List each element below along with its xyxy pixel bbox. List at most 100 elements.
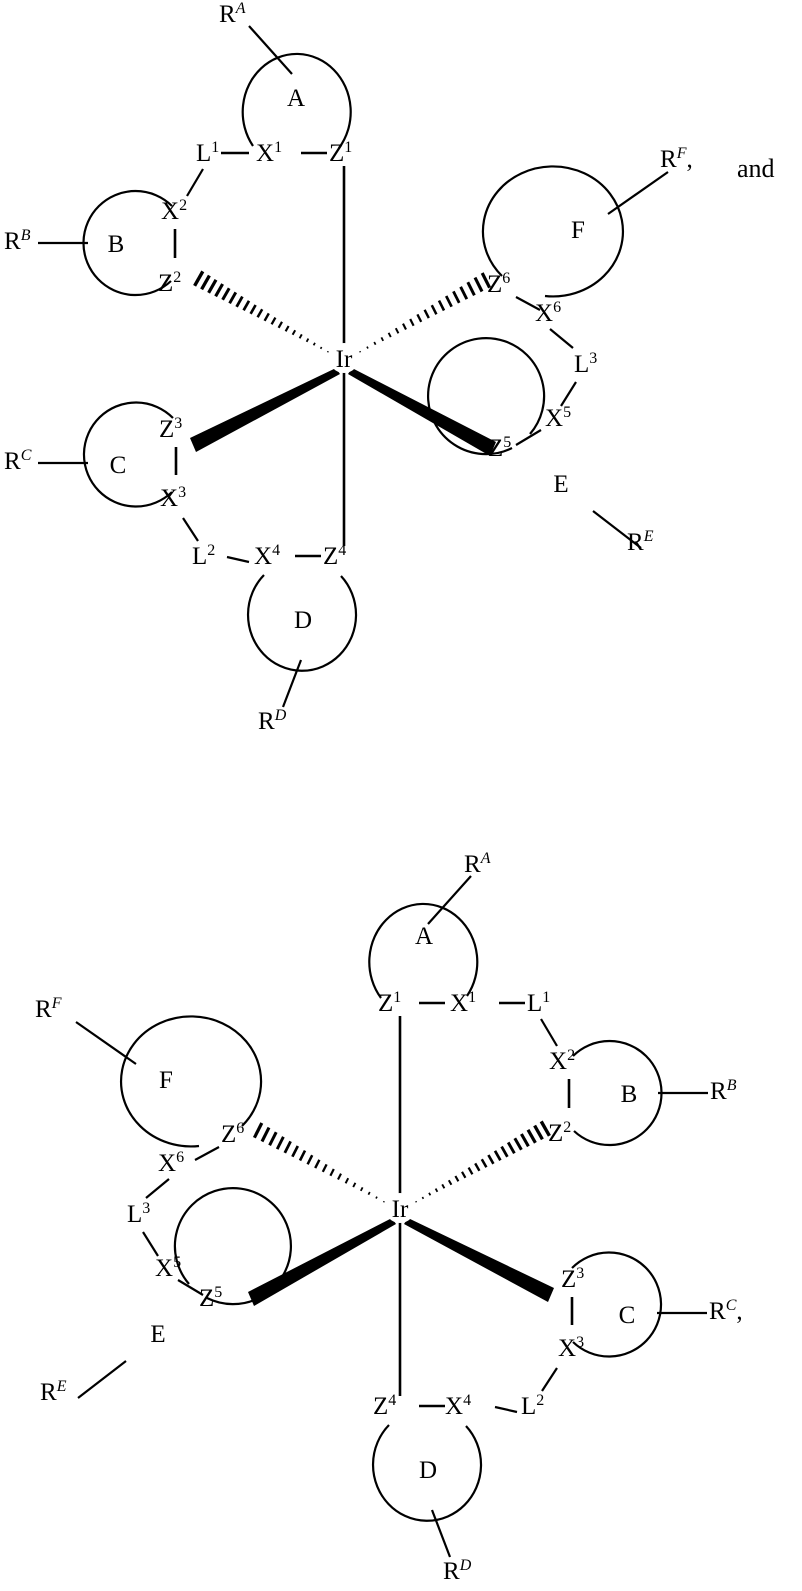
bond-Z5-X5 bbox=[515, 429, 542, 446]
bond-X3-L2 bbox=[182, 517, 199, 542]
ring-C-label-2: C bbox=[619, 1302, 636, 1329]
atom-Z3: Z3 bbox=[159, 415, 182, 443]
ring-E-label: E bbox=[553, 471, 568, 498]
atom-Z5-2: Z5 bbox=[199, 1284, 222, 1312]
atom-X3: X3 bbox=[160, 484, 186, 512]
substituent-RE: RE bbox=[627, 528, 654, 556]
bond-Ir-Z3-solid-wedge-2 bbox=[404, 1218, 554, 1302]
substituent-RA-2: RA bbox=[464, 850, 491, 878]
atom-L2: L2 bbox=[192, 542, 215, 570]
ring-D-substituent-bond-2 bbox=[430, 1509, 452, 1558]
atom-Z2-2: Z2 bbox=[548, 1119, 571, 1147]
bond-L1-X2-2 bbox=[540, 1018, 558, 1047]
atom-Z2: Z2 bbox=[158, 269, 181, 297]
atom-L1: L1 bbox=[196, 139, 219, 167]
ring-F-label: F bbox=[571, 217, 585, 244]
bond-X6-L3-2 bbox=[145, 1178, 170, 1199]
substituent-RE-2: RE bbox=[40, 1378, 67, 1406]
bond-Ir-Z6-hashed-wedge bbox=[359, 272, 492, 353]
structure-1: A RA L1 X1 Z1 B RB X2 Z2 F RF, and Z6 X6… bbox=[4, 0, 775, 735]
atom-Z6-2: Z6 bbox=[221, 1120, 244, 1148]
bond-Ir-Z3-solid-wedge bbox=[190, 368, 340, 452]
bond-X3-L2-2 bbox=[541, 1367, 558, 1392]
ring-B-outline-2 bbox=[572, 1039, 663, 1147]
atom-X1: X1 bbox=[256, 139, 282, 167]
bond-L3-X5-2 bbox=[142, 1231, 159, 1257]
atom-L1-2: L1 bbox=[527, 989, 550, 1017]
ring-A-outline-2 bbox=[368, 902, 479, 999]
substituent-RC-2: RC, bbox=[709, 1297, 743, 1325]
bond-Ir-Z5-solid-wedge bbox=[348, 368, 496, 456]
atom-X4: X4 bbox=[254, 542, 280, 570]
substituent-RB: RB bbox=[4, 227, 31, 255]
metal-center-halo bbox=[329, 343, 359, 373]
substituent-RD: RD bbox=[258, 707, 287, 735]
structure-2: A RA Z1 X1 L1 B RB X2 Z2 F RF Z6 X6 L3 X… bbox=[35, 850, 743, 1585]
ring-D-outline bbox=[246, 574, 358, 672]
bond-Ir-Z6-hashed-wedge-2 bbox=[252, 1122, 385, 1203]
ring-C-outline-2 bbox=[571, 1251, 663, 1358]
ring-E-outline bbox=[427, 337, 546, 456]
bond-L2-X4 bbox=[226, 555, 250, 564]
ring-A-label-2: A bbox=[415, 923, 433, 950]
atom-Z4-2: Z4 bbox=[373, 1392, 396, 1420]
atom-X3-2: X3 bbox=[558, 1334, 584, 1362]
bond-Ir-Z2-hashed-wedge bbox=[193, 270, 329, 353]
bond-L3-X5 bbox=[560, 381, 577, 407]
atom-Z1: Z1 bbox=[329, 139, 352, 167]
ring-E-substituent-bond bbox=[592, 510, 642, 549]
ring-D-substituent-bond bbox=[281, 659, 303, 708]
atom-L3-2: L3 bbox=[127, 1200, 150, 1228]
ring-B-label-2: B bbox=[621, 1081, 638, 1108]
atom-X6-2: X6 bbox=[158, 1149, 184, 1177]
atom-X1-2: X1 bbox=[450, 989, 476, 1017]
atom-Z6: Z6 bbox=[487, 270, 510, 298]
substituent-RB-2: RB bbox=[710, 1077, 737, 1105]
bond-Z5-X5-2 bbox=[177, 1279, 204, 1296]
ring-F-label-2: F bbox=[159, 1067, 173, 1094]
bond-Ir-Z2-hashed-wedge-2 bbox=[415, 1120, 551, 1203]
substituent-RA: RA bbox=[219, 0, 246, 28]
ring-A-substituent-bond bbox=[248, 25, 293, 75]
bond-Z6-X6-2 bbox=[194, 1146, 220, 1161]
ring-F-outline bbox=[481, 165, 625, 298]
ring-A-label: A bbox=[287, 85, 305, 112]
conjunction-and: and bbox=[737, 154, 775, 183]
ring-E-label-2: E bbox=[150, 1321, 165, 1348]
metal-center-Ir: Ir bbox=[336, 346, 353, 373]
atom-Z1-2: Z1 bbox=[378, 989, 401, 1017]
ring-F-outline-2 bbox=[119, 1015, 263, 1148]
ring-C-label: C bbox=[110, 452, 127, 479]
substituent-RD-2: RD bbox=[443, 1557, 472, 1585]
atom-Z3-2: Z3 bbox=[561, 1265, 584, 1293]
metal-center-halo-2 bbox=[385, 1193, 415, 1223]
substituent-RC: RC bbox=[4, 447, 32, 475]
ring-B-label: B bbox=[108, 231, 125, 258]
ring-D-label-2: D bbox=[419, 1457, 437, 1484]
ring-E-substituent-bond-2 bbox=[77, 1360, 127, 1399]
bond-X6-L3 bbox=[549, 328, 574, 349]
substituent-RF-2: RF bbox=[35, 995, 62, 1023]
bond-L1-X2 bbox=[186, 168, 204, 197]
ring-F-substituent-bond bbox=[607, 171, 669, 215]
atom-L2-2: L2 bbox=[521, 1392, 544, 1420]
ring-C-outline bbox=[82, 401, 174, 508]
bond-L2-X4-2 bbox=[494, 1405, 518, 1414]
atom-X6: X6 bbox=[535, 299, 561, 327]
ring-D-outline-2 bbox=[371, 1424, 483, 1522]
atom-L3: L3 bbox=[574, 350, 597, 378]
atom-X2: X2 bbox=[161, 197, 187, 225]
atom-X4-2: X4 bbox=[445, 1392, 471, 1420]
ring-D-label: D bbox=[294, 607, 312, 634]
bond-Ir-Z5-solid-wedge-2 bbox=[248, 1218, 396, 1306]
ring-F-substituent-bond-2 bbox=[75, 1021, 137, 1065]
metal-center-Ir-2: Ir bbox=[392, 1196, 409, 1223]
atom-X2-2: X2 bbox=[549, 1047, 575, 1075]
atom-Z4: Z4 bbox=[323, 542, 346, 570]
bond-Z6-X6 bbox=[515, 296, 541, 311]
substituent-RF: RF, bbox=[660, 145, 693, 173]
atom-X5: X5 bbox=[545, 404, 571, 432]
ring-A-substituent-bond-2 bbox=[427, 875, 472, 925]
